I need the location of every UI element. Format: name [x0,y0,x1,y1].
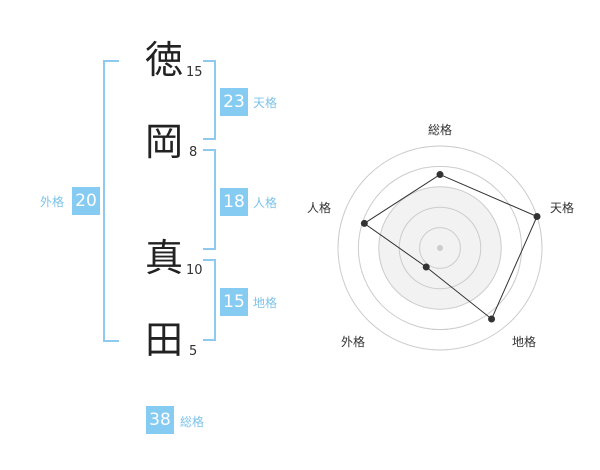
name-char-4: 田 [144,318,183,362]
radar-point-1 [533,212,541,220]
gaikaku-bracket [103,60,119,342]
radar-point-2 [488,315,496,323]
chikaku-score: 15 [220,288,248,316]
name-char-3: 真 [144,236,183,280]
stroke-count-2: 8 [189,145,198,160]
radar-label-gaikaku: 外格 [341,334,365,349]
jinkaku-bracket [203,149,216,250]
chikaku-bracket [203,259,216,341]
gaikaku-score: 20 [72,187,100,215]
radar-points [360,171,541,323]
radar-area [363,174,538,320]
radar-point-0 [436,171,444,179]
radar-label-soukaku: 総格 [428,122,452,137]
radar-label-jinkaku: 人格 [307,200,331,215]
soukaku-score: 38 [146,406,174,434]
tenkaku-bracket [203,60,216,140]
jinkaku-label: 人格 [253,196,278,210]
radar-point-3 [422,263,430,271]
stroke-count-4: 5 [189,344,198,359]
jinkaku-score: 18 [220,188,248,216]
stroke-count-3: 10 [186,263,203,278]
name-char-2: 岡 [144,120,183,164]
chikaku-label: 地格 [253,296,278,310]
radar-label-chikaku: 地格 [512,334,536,349]
radar-label-tenkaku: 天格 [550,200,574,215]
tenkaku-label: 天格 [253,96,278,110]
radar-ring [357,165,523,331]
radar-ring [337,145,543,351]
stroke-count-1: 15 [186,65,203,80]
name-char-1: 徳 [144,38,183,82]
gaikaku-label: 外格 [40,195,65,209]
radar-center-dot [437,245,443,251]
radar-point-4 [360,219,368,227]
soukaku-label: 総格 [180,415,205,429]
tenkaku-score: 23 [220,88,248,116]
